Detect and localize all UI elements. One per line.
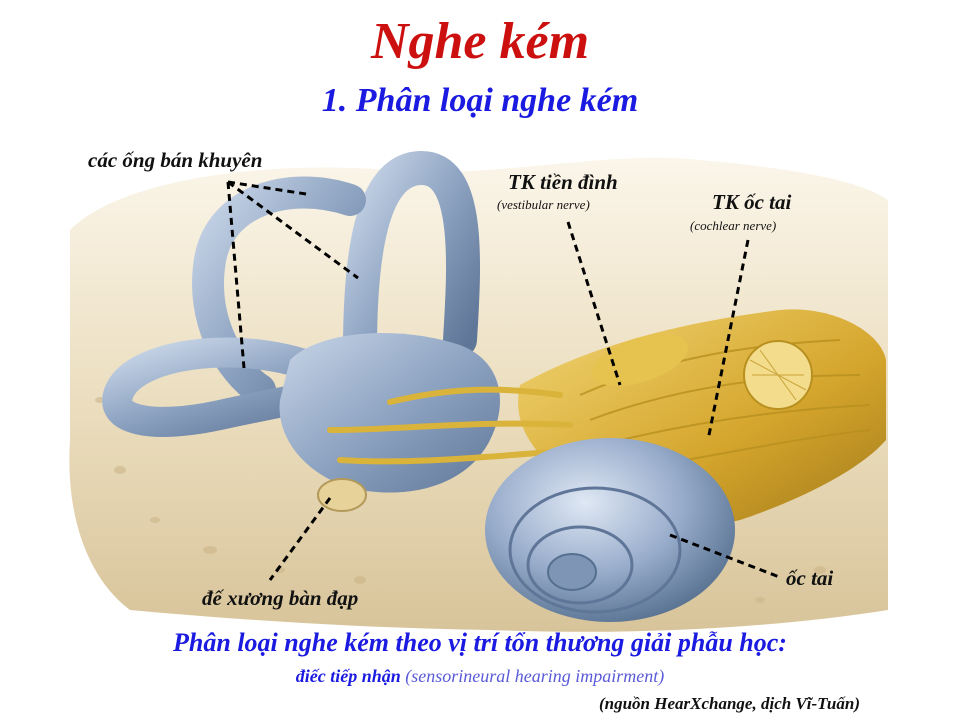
pointer-line [227,180,359,280]
label-cochlea: ốc tai [786,566,834,590]
caption-source: (nguồn HearXchange, dịch Vĩ-Tuấn) [598,694,860,713]
stapes-footplate [317,478,367,512]
pointer-line [706,239,750,441]
caption-classification: điếc tiếp nhận (sensorineural hearing im… [0,666,960,687]
inner-ear-illustration [69,151,888,632]
label-semicircular-canals: các ống bán khuyên [88,148,263,172]
label-cochlear-nerve-en: (cochlear nerve) [690,218,777,233]
cochlea-shape [485,438,735,622]
label-vestibular-nerve: TK tiền đình [508,170,618,194]
pointer-line [669,533,783,580]
label-stapes-footplate: đế xương bàn đạp [202,586,359,610]
pointer-line [227,180,307,196]
caption-heading: Phân loại nghe kém theo vị trí tổn thươn… [173,628,787,657]
nerve-fiber [387,386,563,405]
pointer-line [566,221,622,386]
caption-term-en: (sensorineural hearing impairment) [400,666,665,686]
slide-subtitle: 1. Phân loại nghe kém [321,82,639,119]
label-cochlear-nerve: TK ốc tai [712,190,792,214]
slide-title: Nghe kém [370,13,590,70]
vestibule [279,333,500,493]
caption-term: điếc tiếp nhận [295,666,401,686]
pointer-line [268,497,332,581]
nerve-fiber [327,420,573,433]
label-vestibular-nerve-en: (vestibular nerve) [497,197,590,212]
anterior-canal [343,151,480,367]
